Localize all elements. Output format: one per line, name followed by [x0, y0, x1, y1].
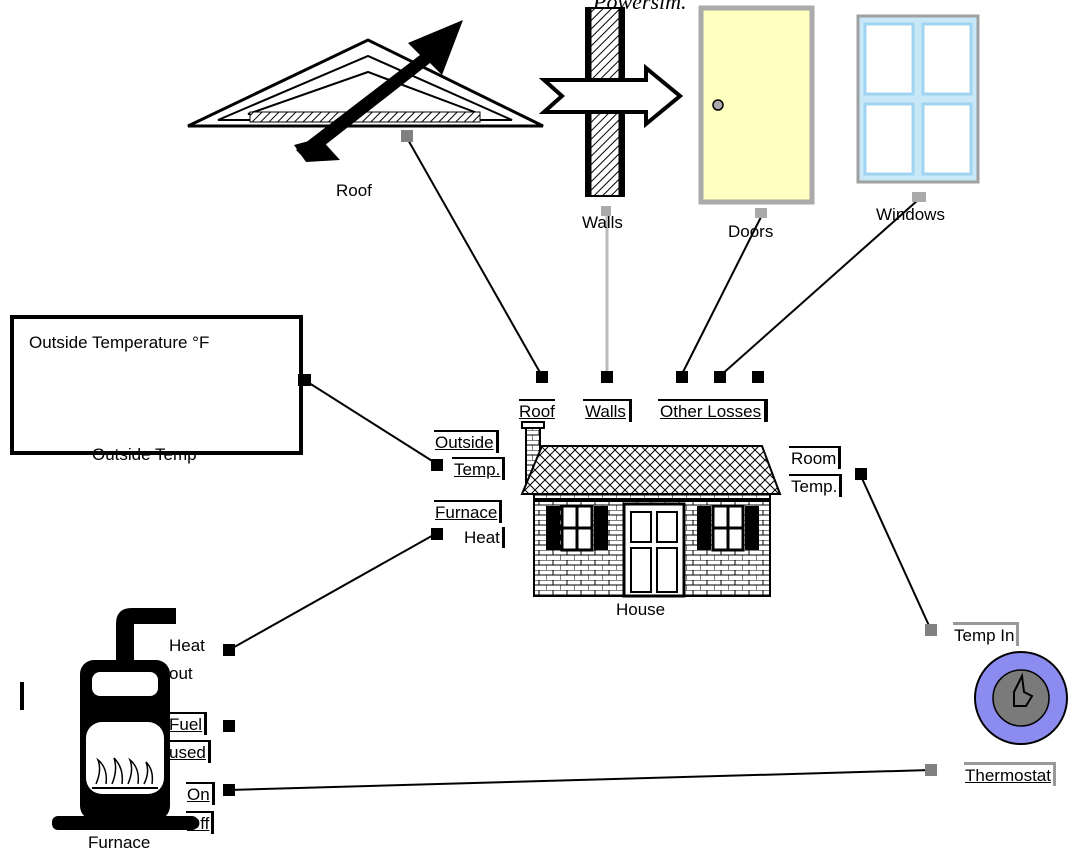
- thermostat-output-port[interactable]: [925, 764, 937, 776]
- text-cursor: [20, 682, 24, 710]
- house-label: House: [616, 600, 665, 620]
- house-furnace-heat-port[interactable]: [431, 528, 443, 540]
- house-furnace-heat-label-1: Furnace: [434, 500, 502, 523]
- house-room-temp-label-2: Temp.: [789, 474, 842, 497]
- thermostat-label: Thermostat: [964, 762, 1056, 786]
- walls-icon[interactable]: [544, 8, 680, 196]
- house-room-temp-port[interactable]: [855, 468, 867, 480]
- house-icon[interactable]: [522, 422, 780, 596]
- furnace-off-label: Off: [186, 811, 214, 834]
- furnace-fuel-used-port[interactable]: [223, 720, 235, 732]
- walls-output-port[interactable]: [601, 206, 611, 216]
- house-other-losses-port-label: Other Losses: [658, 399, 768, 422]
- outside-temp-output-port[interactable]: [298, 374, 311, 386]
- house-other-losses-port-2[interactable]: [714, 371, 726, 383]
- outside-temp-panel[interactable]: Outside Temperature °F: [10, 315, 303, 455]
- thermostat-temp-in-port[interactable]: [925, 624, 937, 636]
- furnace-heat-out-label-1: Heat: [169, 636, 205, 656]
- house-roof-port[interactable]: [536, 371, 548, 383]
- window-icon[interactable]: [858, 16, 978, 182]
- outside-temp-panel-title: Outside Temperature °F: [29, 333, 209, 353]
- furnace-on-off-port[interactable]: [223, 784, 235, 796]
- roof-icon[interactable]: [188, 20, 543, 162]
- furnace-on-label: On: [186, 782, 215, 805]
- furnace-heat-out-label-2: out: [169, 664, 193, 684]
- house-walls-port-label: Walls: [583, 399, 632, 422]
- furnace-fuel-used-label-2: used: [168, 740, 211, 763]
- house-roof-port-label: Roof: [519, 399, 555, 422]
- windows-label: Windows: [876, 205, 945, 225]
- furnace-label: Furnace: [88, 833, 150, 851]
- house-outside-temp-label-2: Temp.: [452, 457, 505, 480]
- roof-label: Roof: [336, 181, 372, 201]
- house-outside-temp-port[interactable]: [431, 459, 443, 471]
- house-room-temp-label-1: Room: [789, 446, 841, 469]
- roof-output-port[interactable]: [401, 130, 413, 142]
- outside-temp-label: Outside Temp: [92, 445, 197, 465]
- furnace-heat-out-port[interactable]: [223, 644, 235, 656]
- furnace-fuel-used-label-1: Fuel: [168, 712, 207, 735]
- door-icon[interactable]: [701, 8, 812, 202]
- house-outside-temp-label-1: Outside: [434, 430, 499, 453]
- doors-output-port[interactable]: [755, 208, 767, 218]
- house-other-losses-port-1[interactable]: [676, 371, 688, 383]
- windows-output-port[interactable]: [912, 192, 926, 202]
- thermostat-temp-in-label: Temp In: [953, 622, 1019, 646]
- house-walls-port[interactable]: [601, 371, 613, 383]
- doors-label: Doors: [728, 222, 773, 242]
- house-other-losses-port-3[interactable]: [752, 371, 764, 383]
- house-furnace-heat-label-2: Heat: [462, 527, 505, 548]
- thermostat-icon[interactable]: [975, 652, 1067, 744]
- walls-label: Walls: [582, 213, 623, 233]
